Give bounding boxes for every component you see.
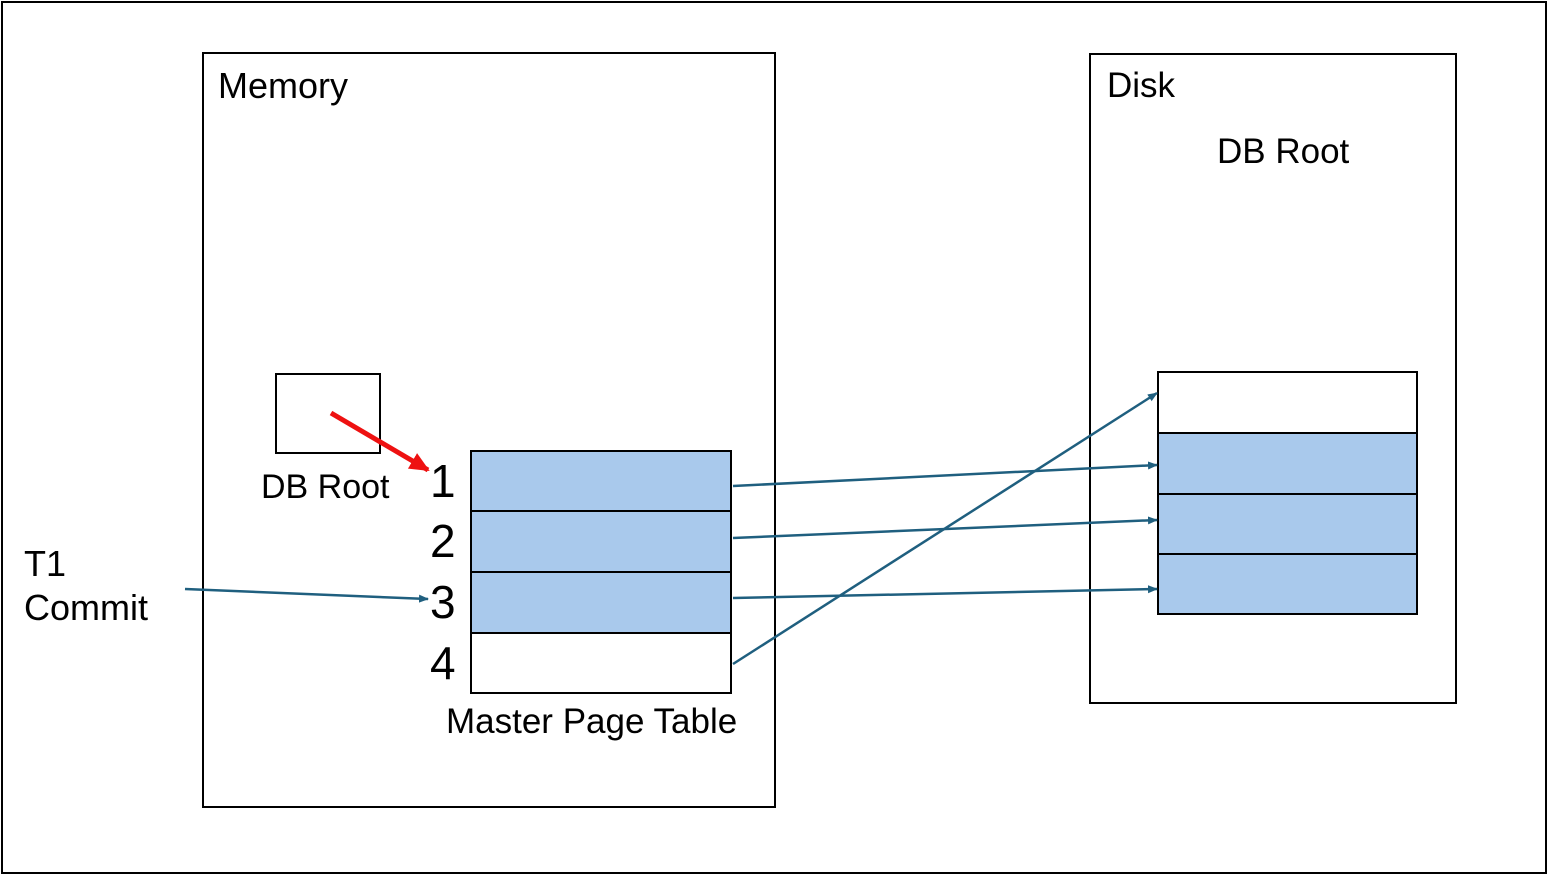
row-number-3: 3 xyxy=(430,576,456,628)
row-number-1: 1 xyxy=(430,455,456,507)
disk-row xyxy=(1157,493,1418,555)
table-row xyxy=(470,571,732,634)
disk-row xyxy=(1157,371,1418,434)
table-row xyxy=(470,510,732,573)
table-row xyxy=(470,632,732,694)
disk-row xyxy=(1157,553,1418,615)
transaction-line-2: Commit xyxy=(24,587,148,628)
row-number-2: 2 xyxy=(430,515,456,567)
memory-db-root-label: DB Root xyxy=(261,468,390,506)
master-page-table-label: Master Page Table xyxy=(446,702,738,741)
transaction-line-1: T1 xyxy=(24,543,67,584)
row-number-4: 4 xyxy=(430,637,456,689)
memory-title: Memory xyxy=(218,65,349,106)
memory-db-root-box xyxy=(275,373,381,454)
table-row xyxy=(470,450,732,512)
disk-title: Disk xyxy=(1107,66,1176,105)
disk-db-root-label: DB Root xyxy=(1217,132,1350,171)
disk-row xyxy=(1157,432,1418,495)
